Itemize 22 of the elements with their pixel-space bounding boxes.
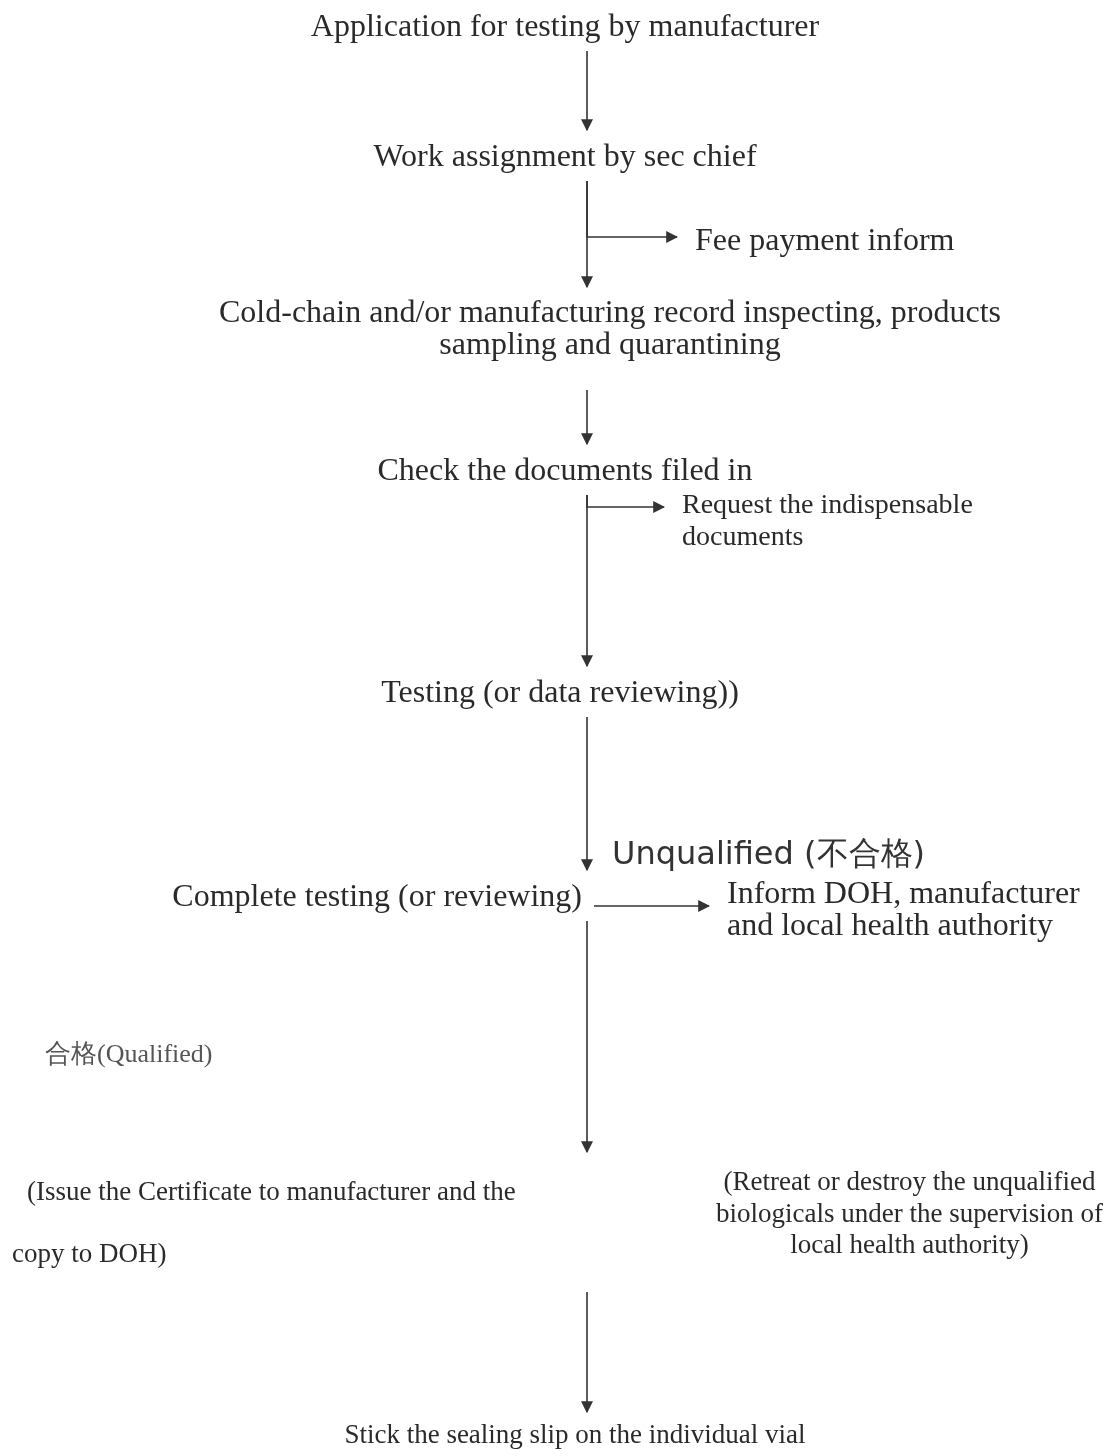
step-text: Work assignment by sec chief — [300, 138, 830, 174]
step-text: Application for testing by manufacturer — [230, 8, 900, 44]
arrow — [581, 50, 593, 132]
arrow — [586, 494, 666, 513]
arrow — [581, 389, 593, 446]
step-text: Check the documents filed in — [330, 452, 800, 488]
step-text: Fee payment inform — [695, 222, 1025, 258]
step-text: Request the indispensable documents — [682, 488, 1042, 553]
step-text: Stick the sealing slip on the individual vial — [280, 1420, 870, 1450]
step-text: (Issue the Certificate to manufacturer and the copy to DOH) — [12, 1160, 604, 1285]
edge-label: Unqualified (不合格) — [612, 836, 925, 872]
arrow — [593, 900, 711, 912]
arrow — [586, 180, 679, 243]
step-text: (Retreat or destroy the unqualified biologicals under the supervision of local health authority) — [712, 1166, 1107, 1261]
arrow — [581, 716, 593, 872]
arrow — [581, 920, 593, 1154]
step-text: Cold-chain and/or manufacturing record inspecting, products sampling and quarantining — [215, 295, 1005, 359]
step-text: Testing (or data reviewing)) — [330, 674, 790, 710]
branch-label: 合格(Qualified) — [45, 1040, 213, 1069]
step-text: Complete testing (or reviewing) — [94, 878, 582, 914]
arrow — [581, 1291, 593, 1414]
step-text: Inform DOH, manufacturer and local health authority — [727, 876, 1097, 940]
